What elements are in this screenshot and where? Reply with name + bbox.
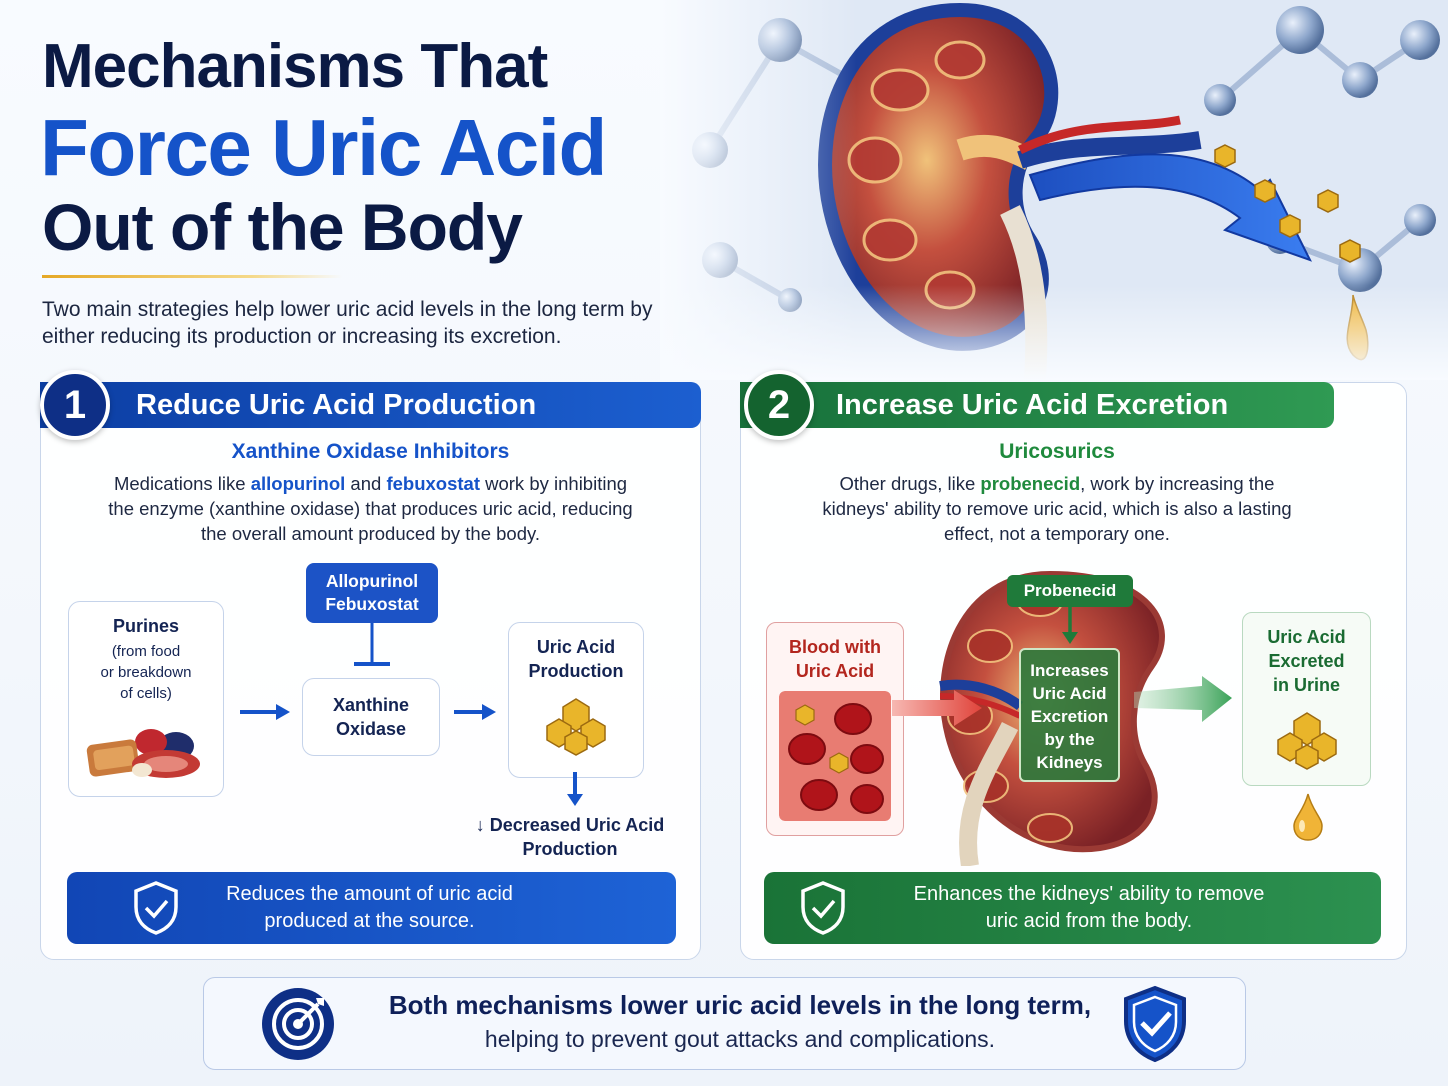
footer-summary (203, 977, 1246, 1070)
uric-acid-production-box: Uric Acid Production (508, 622, 644, 778)
hero-kidney-illustration (660, 0, 1448, 380)
title-line-2: Force Uric Acid (40, 103, 607, 192)
panel-2-description: Other drugs, like probenecid, work by in… (822, 473, 1292, 544)
panel-2-subheading: Uricosurics (999, 440, 1115, 463)
crystal-icon (546, 698, 606, 756)
purines-note-1: (from food (111, 643, 181, 660)
footer-line-1: Both mechanisms lower uric acid levels i… (388, 990, 1092, 1020)
panel-1-banner-line-2: produced at the source. (264, 910, 475, 932)
blood-label-line-2: Uric Acid (795, 661, 875, 681)
title-line-3: Out of the Body (42, 190, 523, 264)
crystal-icon (1277, 712, 1337, 770)
panel-2-heading: Increase Uric Acid Excretion (740, 382, 1334, 428)
uric-acid-excreted-box: Uric Acid Excreted in Urine (1242, 612, 1371, 786)
panel-2-summary-banner: Enhances the kidneys' ability to remove … (764, 872, 1381, 944)
panel-1-heading: Reduce Uric Acid Production (40, 382, 701, 428)
purines-box: Purines (from food or breakdown of cells… (68, 601, 224, 797)
panel-1-description: Medications like allopurinol and febuxos… (108, 473, 633, 544)
panel-1-banner-line-1: Reduces the amount of uric acid (226, 883, 513, 905)
excreted-line-1: Uric Acid (1267, 627, 1346, 647)
arrow-down-icon (1062, 606, 1078, 644)
intro-text: Two main strategies help lower uric acid… (42, 298, 653, 348)
target-icon (262, 988, 334, 1060)
arrow-right-icon (454, 704, 496, 720)
blood-cells-icon (779, 691, 891, 821)
panel-2-banner-line-2: uric acid from the body. (985, 910, 1193, 932)
shield-check-icon (801, 881, 845, 935)
inhibit-icon (354, 623, 390, 666)
title-divider (42, 275, 342, 278)
excreted-line-3: in Urine (1272, 675, 1340, 695)
panel-2-banner-line-1: Enhances the kidneys' ability to remove (913, 883, 1265, 905)
excreted-line-2: Excreted (1268, 651, 1345, 671)
panel-1-number: 1 (40, 370, 110, 440)
panel-1-subheading: Xanthine Oxidase Inhibitors (231, 440, 510, 463)
drug-febuxostat: febuxostat (386, 473, 480, 494)
footer-line-2: helping to prevent gout attacks and comp… (484, 1026, 996, 1052)
title-line-1: Mechanisms That (42, 32, 548, 101)
blood-label-line-1: Blood with (789, 637, 881, 657)
drug-allopurinol: allopurinol (250, 473, 346, 494)
probenecid-label: Probenecid (1007, 575, 1133, 607)
arrow-right-icon (1134, 676, 1232, 722)
drug-box-inhibitors: Allopurinol Febuxostat (306, 563, 438, 623)
shield-check-icon (1124, 985, 1186, 1063)
purines-note-3: of cells) (120, 685, 172, 702)
arrow-right-icon (240, 704, 290, 720)
decreased-production-label: ↓ Decreased Uric Acid Production (475, 815, 665, 859)
shield-check-icon (134, 881, 178, 935)
panel-2-number: 2 (744, 370, 814, 440)
purines-note-2: or breakdown (100, 664, 192, 681)
food-icon (86, 729, 200, 778)
panel-1-summary-banner: Reduces the amount of uric acid produced… (67, 872, 676, 944)
drug-probenecid: probenecid (980, 473, 1081, 494)
blood-uric-acid-box: Blood with Uric Acid (766, 622, 904, 836)
kidney-effect-label: Increases Uric Acid Excretion by the Kid… (1019, 648, 1120, 782)
droplet-icon (1293, 793, 1323, 841)
xanthine-oxidase-box: Xanthine Oxidase (302, 678, 440, 756)
arrow-right-icon (892, 690, 982, 726)
arrow-down-icon (567, 772, 583, 806)
purines-title: Purines (112, 616, 180, 636)
